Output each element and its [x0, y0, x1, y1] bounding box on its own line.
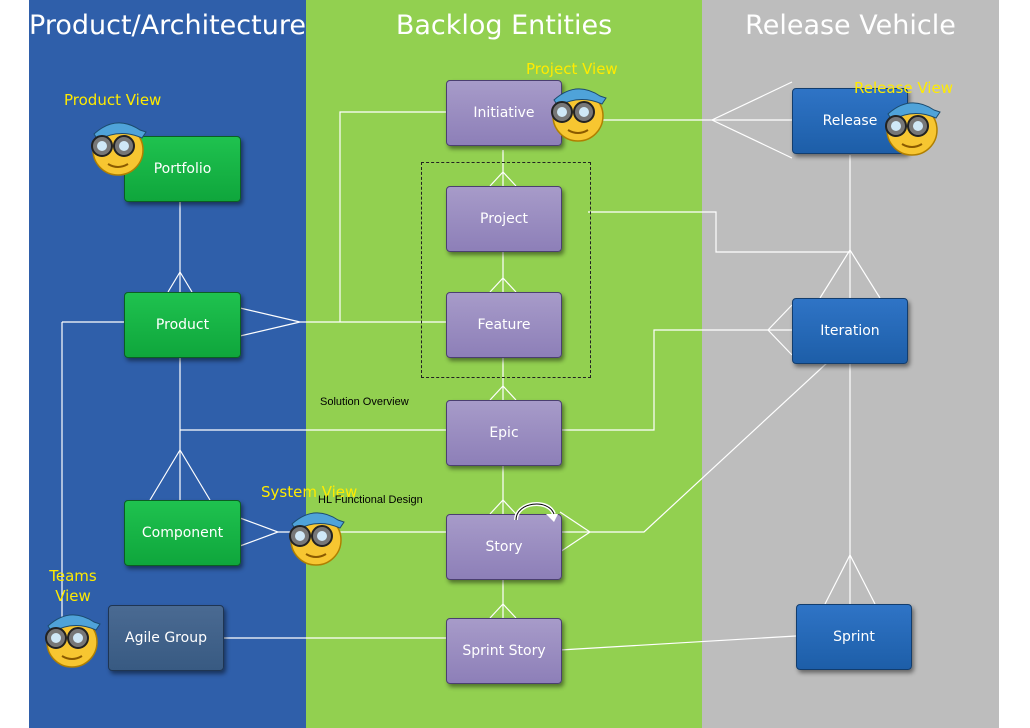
crowsfoot-component-right	[239, 517, 280, 547]
connector-product-initiative	[339, 111, 446, 322]
crowsfoot-release-left	[710, 81, 793, 159]
story-entity[interactable]: Story	[446, 514, 562, 580]
circular-arrow-icon	[514, 501, 558, 522]
sprint-entity[interactable]: Sprint	[796, 604, 912, 670]
connector-sprintstory-sprint	[559, 635, 797, 651]
system-view-label: System View	[261, 483, 358, 501]
binoculars-smiley-icon	[45, 614, 101, 668]
binoculars-smiley-icon	[551, 88, 607, 142]
crowsfoot-iteration-left	[767, 304, 793, 356]
binoculars-smiley-icon	[289, 512, 345, 566]
agile-group-entity[interactable]: Agile Group	[108, 605, 224, 671]
feature-entity[interactable]: Feature	[446, 292, 562, 358]
crowsfoot-feature-top	[489, 277, 517, 293]
product-architecture-title: Product/Architecture	[29, 10, 306, 41]
connector-project-iteration	[588, 211, 850, 253]
binoculars-smiley-icon	[91, 122, 147, 176]
component-entity[interactable]: Component	[124, 500, 241, 566]
release-view-label: Release View	[854, 79, 953, 97]
sprint-story-entity[interactable]: Sprint Story	[446, 618, 562, 684]
hl-functional-design-note: HL Functional Design	[318, 494, 423, 506]
crowsfoot-product-top	[167, 270, 193, 293]
backlog-entities-title: Backlog Entities	[395, 10, 613, 41]
product-view-label: Product View	[64, 91, 162, 109]
crowsfoot-sprintstory-top	[489, 603, 517, 619]
crowsfoot-story-right	[559, 511, 592, 553]
crowsfoot-iteration-top	[819, 248, 881, 299]
project-scope-boundary	[421, 162, 591, 378]
project-entity[interactable]: Project	[446, 186, 562, 252]
crowsfoot-epic-top	[489, 385, 517, 401]
crowsfoot-sprint-top	[824, 553, 876, 605]
crowsfoot-story-top	[489, 499, 517, 515]
release-vehicle-title: Release Vehicle	[745, 10, 956, 41]
solution-overview-note: Solution Overview	[320, 396, 409, 408]
crowsfoot-component-top	[149, 448, 211, 501]
teams-view-label: Teams View	[49, 567, 97, 605]
crowsfoot-product-right	[239, 307, 301, 337]
binoculars-smiley-icon	[885, 102, 941, 156]
connector-epic-iteration	[560, 329, 792, 431]
connector-story-iteration	[560, 361, 829, 533]
initiative-entity[interactable]: Initiative	[446, 80, 562, 146]
product-entity[interactable]: Product	[124, 292, 241, 358]
iteration-entity[interactable]: Iteration	[792, 298, 908, 364]
crowsfoot-project-top	[489, 171, 517, 187]
epic-entity[interactable]: Epic	[446, 400, 562, 466]
project-view-label: Project View	[526, 60, 618, 78]
